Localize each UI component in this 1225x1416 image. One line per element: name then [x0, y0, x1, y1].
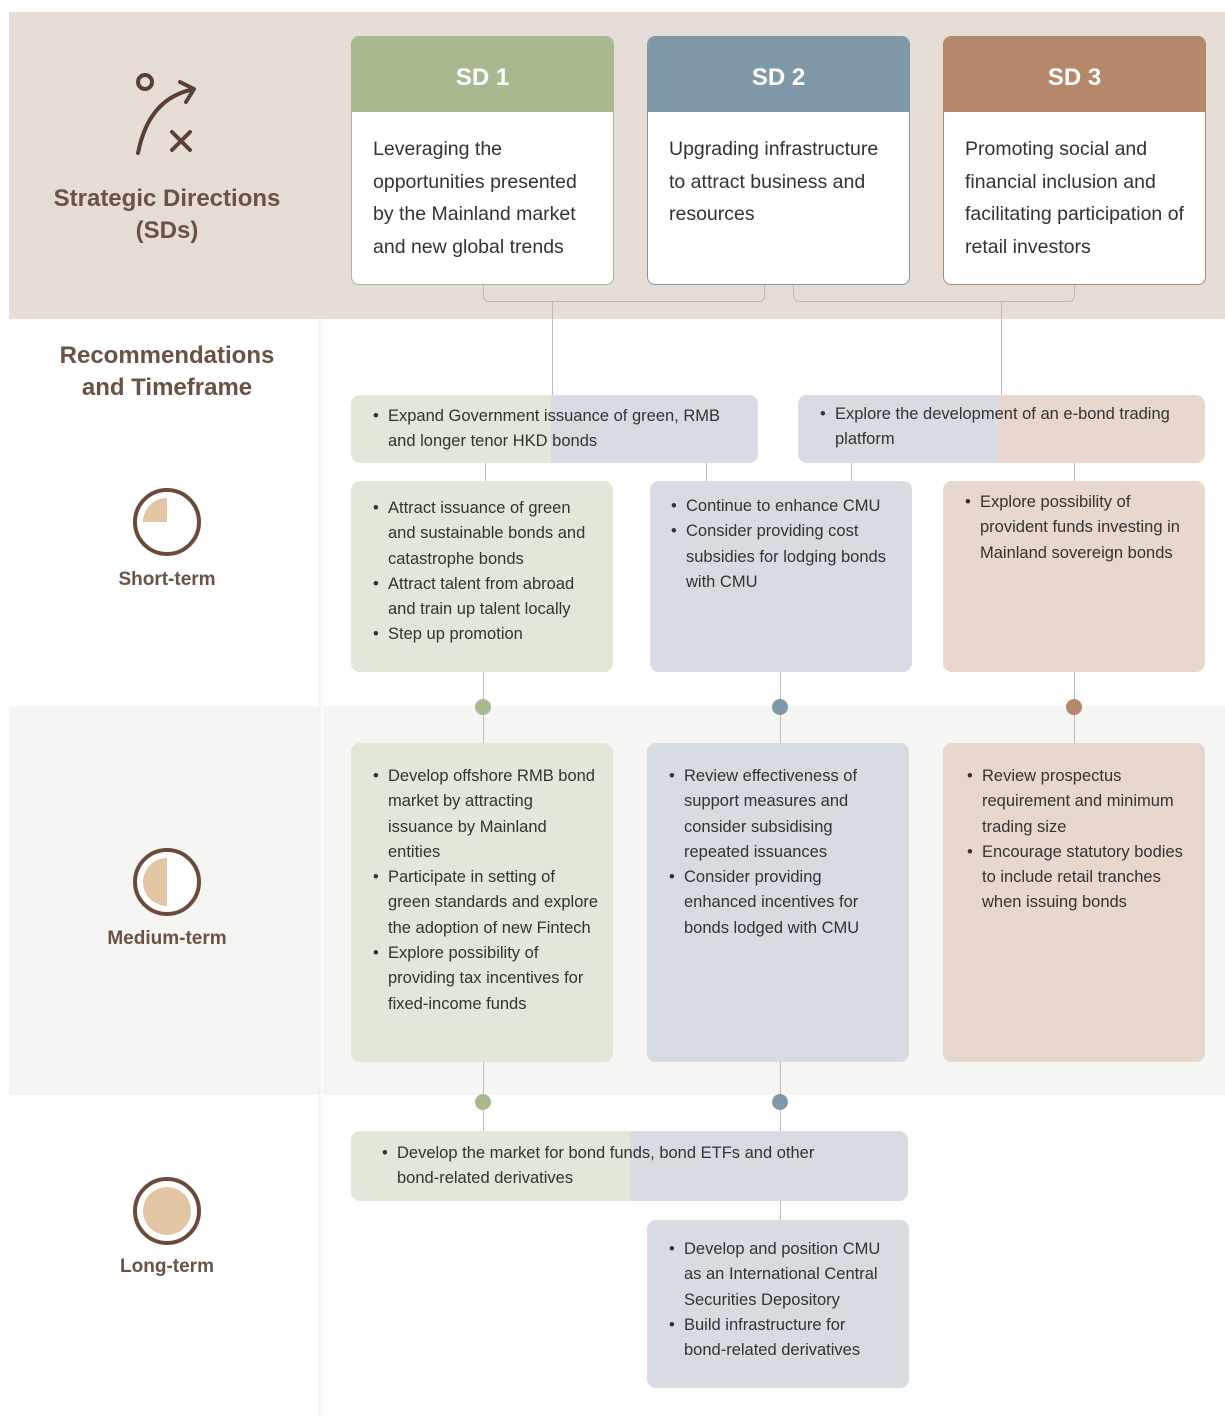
list-item: Encourage statutory bodies to include re…	[967, 840, 1193, 916]
connector	[706, 463, 707, 481]
short-shared-sd1-sd2-box: Expand Government issuance of green, RMB…	[351, 395, 758, 463]
short-sd1-box: Attract issuance of green and sustainabl…	[351, 481, 613, 672]
sd2-card: SD 2 Upgrading infrastructure to attract…	[647, 36, 910, 285]
list-item: Consider providing cost subsidies for lo…	[671, 519, 900, 595]
left-column-shadow	[319, 319, 323, 1416]
short-sd2-box: Continue to enhance CMU Consider providi…	[650, 481, 912, 672]
list-item: Develop and position CMU as an Internati…	[669, 1237, 889, 1313]
connector	[851, 463, 852, 481]
connector	[1001, 302, 1002, 395]
header-title: Strategic Directions (SDs)	[20, 183, 314, 247]
list-item: Develop offshore RMB bond market by attr…	[373, 764, 599, 865]
short-term-label: Short-term	[118, 569, 216, 590]
medium-sd2-box: Review effectiveness of support measures…	[647, 743, 909, 1062]
sd3-text: Promoting social and financial inclusion…	[965, 138, 1184, 258]
sd1-label: SD 1	[352, 37, 613, 112]
section-title: Recommendations and Timeframe	[20, 340, 314, 404]
short-shared-sd2-sd3-box: Explore the development of an e-bond tra…	[798, 395, 1205, 463]
connector	[780, 1201, 781, 1220]
short-sd3-box: Explore possibility of provident funds i…	[943, 481, 1205, 672]
section-title-line2: and Timeframe	[81, 374, 253, 401]
connector	[552, 302, 553, 395]
list-item: Review prospectus requirement and minimu…	[967, 764, 1193, 840]
strategy-play-icon	[136, 73, 196, 155]
timeline-dot	[772, 699, 788, 715]
header-title-line2: (SDs)	[135, 217, 199, 244]
bracket-sd2-sd3	[793, 285, 1075, 302]
section-title-line1: Recommendations	[59, 342, 275, 369]
bracket-sd1-sd2	[483, 285, 765, 302]
list-item: Attract issuance of green and sustainabl…	[373, 496, 599, 572]
list-item: Build infrastructure for bond-related de…	[669, 1313, 889, 1364]
list-item: Continue to enhance CMU	[671, 494, 900, 520]
header-title-line1: Strategic Directions	[53, 185, 281, 212]
sd3-card: SD 3 Promoting social and financial incl…	[943, 36, 1206, 285]
list-item: Explore possibility of provident funds i…	[965, 490, 1193, 566]
list-item: Explore possibility of providing tax inc…	[373, 941, 599, 1017]
sd2-text: Upgrading infrastructure to attract busi…	[669, 138, 879, 225]
list-item: Step up promotion	[373, 622, 599, 648]
list-item: Consider providing enhanced incentives f…	[669, 865, 889, 941]
medium-sd3-box: Review prospectus requirement and minimu…	[943, 743, 1205, 1062]
list-item: Participate in setting of green standard…	[373, 865, 599, 941]
list-item: Review effectiveness of support measures…	[669, 764, 889, 865]
sd1-text: Leveraging the opportunities presented b…	[373, 138, 577, 258]
connector	[485, 463, 486, 481]
half-clock-icon	[133, 848, 201, 916]
sd1-card: SD 1 Leveraging the opportunities presen…	[351, 36, 614, 285]
list-item: Develop the market for bond funds, bond …	[382, 1141, 848, 1192]
medium-sd1-box: Develop offshore RMB bond market by attr…	[351, 743, 613, 1062]
long-shared-sd1-sd2-box: Develop the market for bond funds, bond …	[351, 1131, 908, 1201]
long-term-label: Long-term	[120, 1256, 214, 1277]
connector	[1074, 463, 1075, 481]
list-item: Attract talent from abroad and train up …	[373, 572, 599, 623]
medium-term-label: Medium-term	[107, 928, 227, 949]
list-item: Expand Government issuance of green, RMB…	[373, 404, 738, 455]
full-clock-icon	[133, 1177, 201, 1245]
timeline-dot	[772, 1094, 788, 1110]
quarter-clock-icon	[133, 488, 201, 556]
long-sd2-box: Develop and position CMU as an Internati…	[647, 1220, 909, 1388]
timeline-dot	[1066, 699, 1082, 715]
timeline-dot	[475, 699, 491, 715]
sd2-label: SD 2	[648, 37, 909, 112]
timeline-dot	[475, 1094, 491, 1110]
list-item: Explore the development of an e-bond tra…	[820, 402, 1185, 453]
sd3-label: SD 3	[944, 37, 1205, 112]
